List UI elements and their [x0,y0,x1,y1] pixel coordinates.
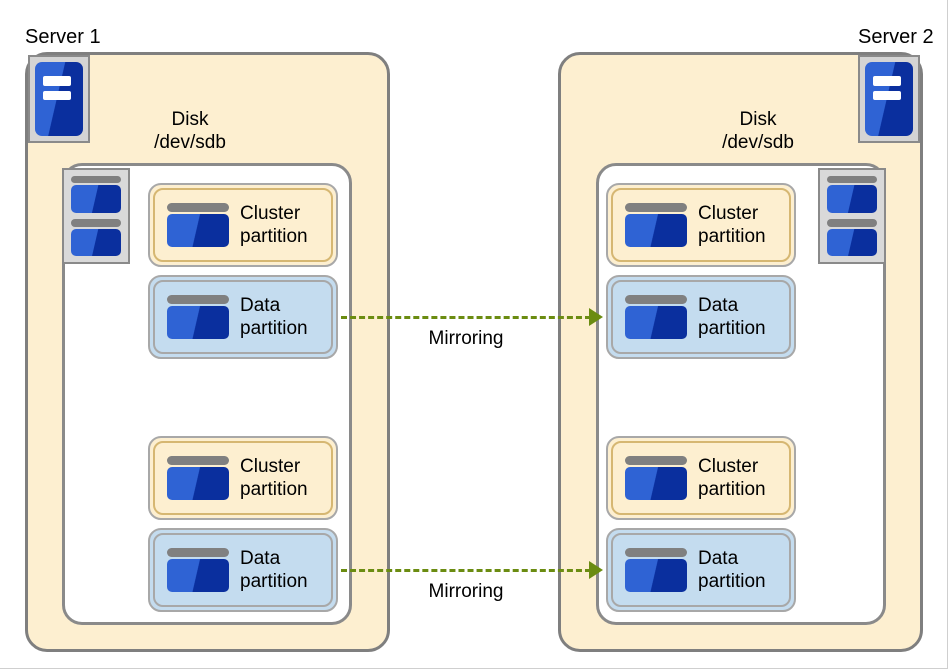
partition-label: Data partition [698,295,766,339]
partition-icon-cap [167,548,229,557]
partition-card[interactable]: Data partition [606,528,796,612]
disk-platter-slab [827,185,877,213]
server-2-disk-label: Disk /dev/sdb [722,109,794,153]
server-icon-body [865,62,913,136]
disk-platter-cap [827,219,877,227]
server-machine-icon [28,55,90,143]
server-icon-slot-2 [872,90,901,101]
partition-card[interactable]: Cluster partition [606,183,796,267]
partition-inner: Cluster partition [611,441,791,515]
server-icon-slot-1 [42,76,71,86]
disk-platter-cap [71,219,121,227]
partition-icon-cap [167,295,229,304]
server-1-caption: Server 1 [25,26,101,48]
partition-icon-slab [167,214,229,247]
partition-icon-cap [625,548,687,557]
partition-label: Data partition [240,295,308,339]
partition-card[interactable]: Cluster partition [606,436,796,520]
partition-icon-slab [625,467,687,500]
disk-platter-2 [71,219,121,256]
partition-label: Cluster partition [240,203,308,247]
server-machine-icon [858,55,920,143]
mirroring-arrow-head-top [589,308,603,326]
partition-card[interactable]: Cluster partition [148,183,338,267]
mirroring-label-bottom: Mirroring [428,581,504,602]
disk-platter-cap [827,176,877,184]
disk-stack-icon [818,168,886,264]
disk-platter-2 [827,219,877,256]
partition-icon-cap [625,295,687,304]
partition-label: Cluster partition [240,456,308,500]
server-icon-slot-1 [872,76,901,86]
partition-icon-cap [625,203,687,212]
partition-label: Data partition [240,548,308,592]
partition-icon-slab [167,306,229,339]
partition-inner: Cluster partition [611,188,791,262]
disk-stack-icon [62,168,130,264]
partition-icon [167,456,229,500]
disk-platter-slab [71,228,121,256]
partition-inner: Cluster partition [153,441,333,515]
disk-platter-cap [71,176,121,184]
partition-icon [625,548,687,592]
mirroring-arrow-line-top [341,316,591,319]
partition-inner: Data partition [153,533,333,607]
server-icon-slot-2 [42,90,71,101]
mirroring-arrow-head-bottom [589,561,603,579]
partition-label: Cluster partition [698,456,766,500]
partition-icon-slab [625,306,687,339]
server-2-caption: Server 2 [858,26,934,48]
partition-icon [625,456,687,500]
partition-icon [625,295,687,339]
partition-icon-slab [625,559,687,592]
mirroring-arrow-line-bottom [341,569,591,572]
server-icon-body [35,62,83,136]
partition-card[interactable]: Data partition [148,275,338,359]
partition-icon [167,295,229,339]
partition-inner: Cluster partition [153,188,333,262]
mirroring-label-top: Mirroring [428,328,504,349]
partition-icon-cap [167,203,229,212]
partition-icon-slab [167,467,229,500]
partition-icon [167,203,229,247]
partition-label: Data partition [698,548,766,592]
disk-platter-1 [827,176,877,213]
partition-icon-slab [167,559,229,592]
disk-platter-slab [827,228,877,256]
partition-card[interactable]: Data partition [148,528,338,612]
partition-label: Cluster partition [698,203,766,247]
partition-icon-slab [625,214,687,247]
partition-card[interactable]: Cluster partition [148,436,338,520]
partition-icon-cap [167,456,229,465]
disk-platter-1 [71,176,121,213]
partition-icon [167,548,229,592]
partition-inner: Data partition [611,533,791,607]
partition-icon-cap [625,456,687,465]
partition-inner: Data partition [153,280,333,354]
partition-card[interactable]: Data partition [606,275,796,359]
disk-platter-slab [71,185,121,213]
partition-icon [625,203,687,247]
server-1-disk-label: Disk /dev/sdb [154,109,226,153]
partition-inner: Data partition [611,280,791,354]
